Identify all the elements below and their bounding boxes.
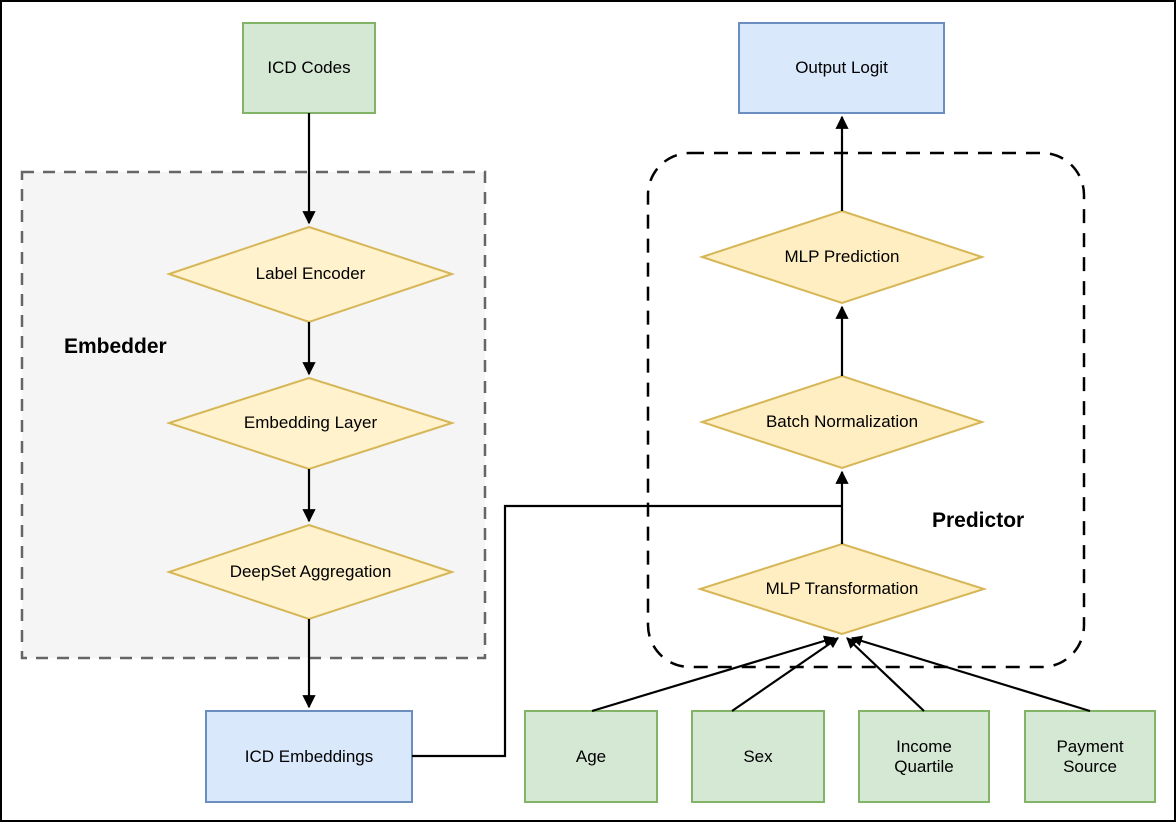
node-mlp-prediction-shape[interactable]	[698, 209, 986, 305]
node-icd-embeddings-shape[interactable]	[205, 710, 413, 803]
node-age-shape[interactable]	[524, 710, 658, 803]
node-icd-codes-shape[interactable]	[242, 22, 376, 114]
edge-icd-embeddings-to-batchnorm	[412, 504, 842, 758]
node-payment-source-shape[interactable]	[1024, 710, 1156, 803]
node-income-quartile-shape[interactable]	[858, 710, 990, 803]
node-batch-normalization-shape[interactable]	[698, 374, 986, 470]
node-mlp-transformation-shape[interactable]	[696, 542, 988, 636]
group-embedder-label: Embedder	[64, 335, 167, 358]
node-sex-shape[interactable]	[691, 710, 825, 803]
edge-income-quartile-to-mlp-transformation	[846, 637, 925, 712]
node-output-logit-shape[interactable]	[738, 22, 945, 114]
edge-age-to-mlp-transformation	[591, 635, 836, 713]
edge-sex-to-mlp-transformation	[731, 637, 839, 712]
group-predictor-label: Predictor	[932, 509, 1025, 532]
edge-payment-source-to-mlp-transformation	[850, 635, 1091, 713]
group-predictor-box	[646, 151, 1086, 669]
